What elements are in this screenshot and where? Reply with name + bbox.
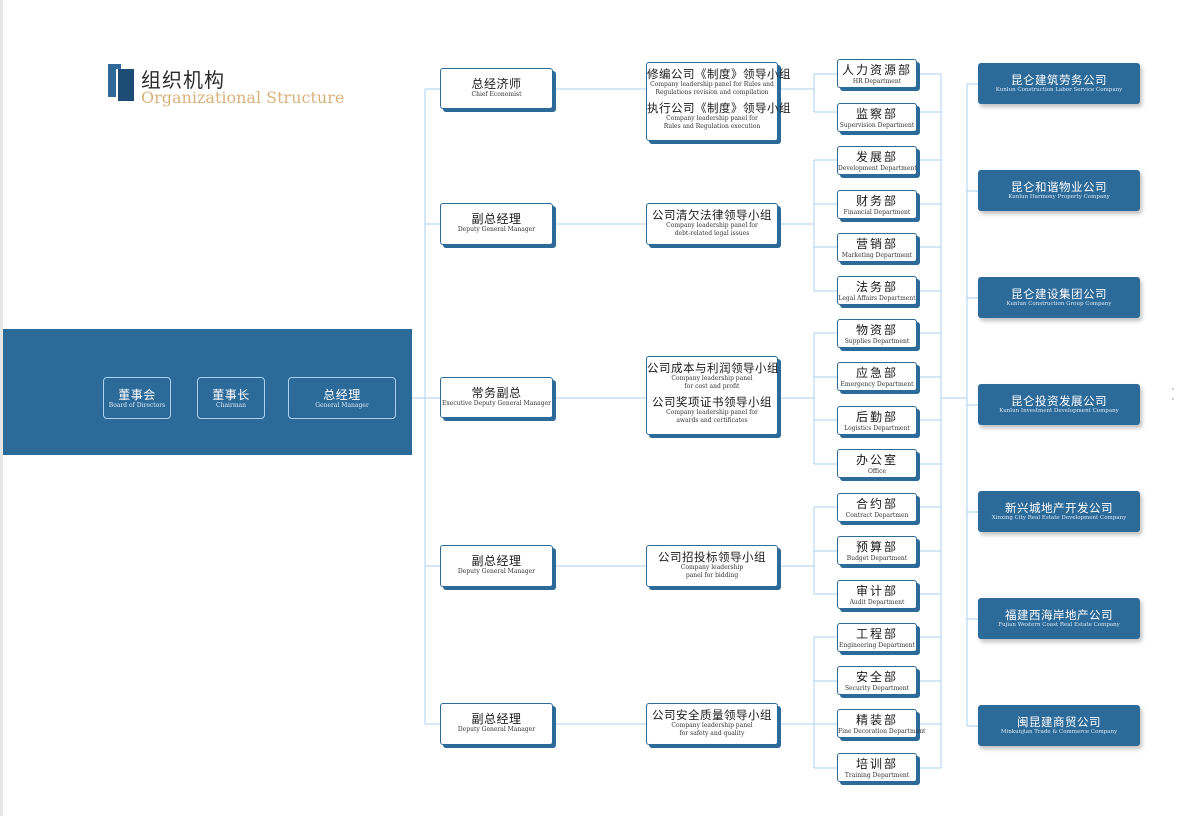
- panel-cost-awards[interactable]: 公司成本与利润领导小组 Company leadership panel for…: [646, 356, 779, 435]
- node-board-of-directors[interactable]: 董事会 Board of Directors: [103, 377, 171, 419]
- edge-marks: [1172, 388, 1174, 412]
- node-chairman[interactable]: 董事长 Chairman: [197, 377, 265, 419]
- node-chief-economist[interactable]: 总经济师 Chief Economist: [440, 68, 553, 109]
- page-title: 组织机构: [141, 68, 225, 92]
- panel-safety-quality[interactable]: 公司安全质量领导小组 Company leadership panel for …: [646, 703, 778, 745]
- logo-icon: [106, 62, 136, 102]
- panel-debt-legal[interactable]: 公司清欠法律领导小组 Company leadership panel for …: [646, 203, 778, 245]
- node-deputy-gm-2[interactable]: 副总经理 Deputy General Manager: [440, 545, 553, 587]
- panel-bidding[interactable]: 公司招投标领导小组 Company leadership panel for b…: [646, 545, 778, 587]
- panel-rules-regulations[interactable]: 修编公司《制度》领导小组 Company leadership panel fo…: [646, 62, 791, 141]
- page-subtitle: Organizational Structure: [141, 88, 345, 107]
- page-edge: [0, 0, 3, 816]
- node-general-manager[interactable]: 总经理 General Manager: [288, 377, 396, 419]
- node-deputy-gm-1[interactable]: 副总经理 Deputy General Manager: [440, 203, 553, 245]
- node-executive-deputy-gm[interactable]: 常务副总 Executive Deputy General Manager: [440, 377, 553, 418]
- node-deputy-gm-3[interactable]: 副总经理 Deputy General Manager: [440, 703, 553, 745]
